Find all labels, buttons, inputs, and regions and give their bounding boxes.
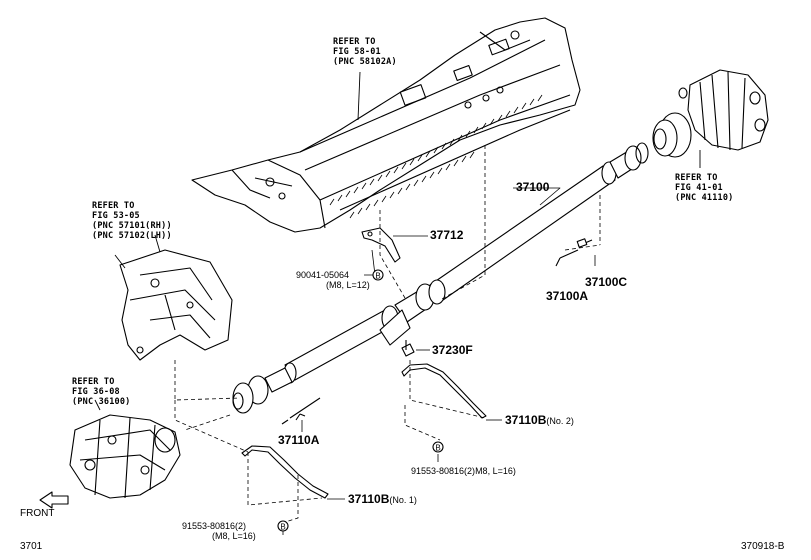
bolt-spec: M8, L=16)	[475, 466, 516, 476]
ref-line: (PNC 58102A)	[333, 57, 397, 67]
ref-line: (PNC 36100)	[72, 397, 131, 407]
rear-differential	[652, 69, 769, 168]
bolt-91553-80816-left[interactable]: 91553-80816(2) (M8, L=16)	[182, 521, 256, 542]
ref-line: (PNC 41110)	[675, 193, 734, 203]
b-marker-91553-left: B	[280, 523, 285, 532]
ref-note-fig-53-05: REFER TO FIG 53-05 (PNC 57101(RH)) (PNC …	[92, 201, 172, 242]
part-number: 37110B	[505, 413, 547, 427]
ref-note-fig-36-08: REFER TO FIG 36-08 (PNC 36100)	[72, 377, 131, 408]
b-marker-91553-right: B	[435, 444, 440, 453]
propeller-shaft	[232, 142, 649, 414]
ref-line: (PNC 57102(LH))	[92, 231, 172, 241]
illustration-id: 370918-B	[741, 541, 785, 552]
ref-line: (PNC 57101(RH))	[92, 221, 172, 231]
part-37110A[interactable]: 37110A	[278, 433, 320, 447]
ref-note-fig-58-01: REFER TO FIG 58-01 (PNC 58102A)	[333, 37, 397, 68]
part-37712[interactable]: 37712	[430, 228, 464, 242]
part-37110B-no2[interactable]: 37110B(No. 2)	[505, 413, 574, 428]
body-side-panel	[114, 234, 233, 361]
ref-line: FIG 58-01	[333, 47, 381, 57]
center-bearing-bracket-37712	[361, 227, 401, 263]
bolt-spec: (M8, L=12)	[326, 280, 370, 291]
strap-37110B-no2	[401, 363, 487, 419]
ref-note-fig-41-01: REFER TO FIG 41-01 (PNC 41110)	[675, 173, 734, 204]
ref-line: REFER TO	[92, 201, 135, 211]
bolt-37100C	[555, 238, 593, 267]
part-37100A[interactable]: 37100A	[546, 289, 589, 303]
bolt-number: 91553-80816(2)	[182, 521, 247, 531]
ref-line: FIG 41-01	[675, 183, 723, 193]
part-37110B-no1[interactable]: 37110B(No. 1)	[348, 492, 417, 507]
front-label: FRONT	[20, 508, 55, 519]
strap-37110B-no1	[241, 445, 329, 499]
front-arrow	[39, 491, 69, 509]
transfer-case	[69, 399, 181, 499]
part-37100C[interactable]: 37100C	[585, 275, 628, 289]
guide-lines	[174, 145, 601, 524]
bolt-number: 90041-05064	[296, 270, 350, 280]
part-suffix: (No. 2)	[546, 416, 574, 426]
nut-37230F	[401, 340, 415, 357]
part-suffix: (No. 1)	[389, 495, 417, 505]
ref-line: FIG 36-08	[72, 387, 120, 397]
figure-number: 3701	[20, 541, 43, 552]
b-markers	[277, 269, 444, 532]
bolt-spec: (M8, L=16)	[212, 531, 256, 542]
leader-lines	[282, 187, 596, 535]
b-marker-90041: B	[375, 272, 380, 281]
bolt-90041-05064[interactable]: 90041-05064 (M8, L=12)	[296, 270, 370, 291]
floor-tunnel-panel	[191, 17, 581, 233]
ref-line: REFER TO	[72, 377, 115, 387]
bolt-37110A	[281, 397, 321, 425]
part-37100[interactable]: 37100	[516, 180, 550, 194]
bolt-number: 91553-80816(2)	[411, 466, 476, 476]
ref-line: FIG 53-05	[92, 211, 140, 221]
part-37230F[interactable]: 37230F	[432, 343, 473, 357]
ref-line: REFER TO	[333, 37, 376, 47]
part-number: 37110B	[348, 492, 390, 506]
bolt-91553-80816-right[interactable]: 91553-80816(2)M8, L=16)	[411, 466, 516, 476]
ref-line: REFER TO	[675, 173, 718, 183]
